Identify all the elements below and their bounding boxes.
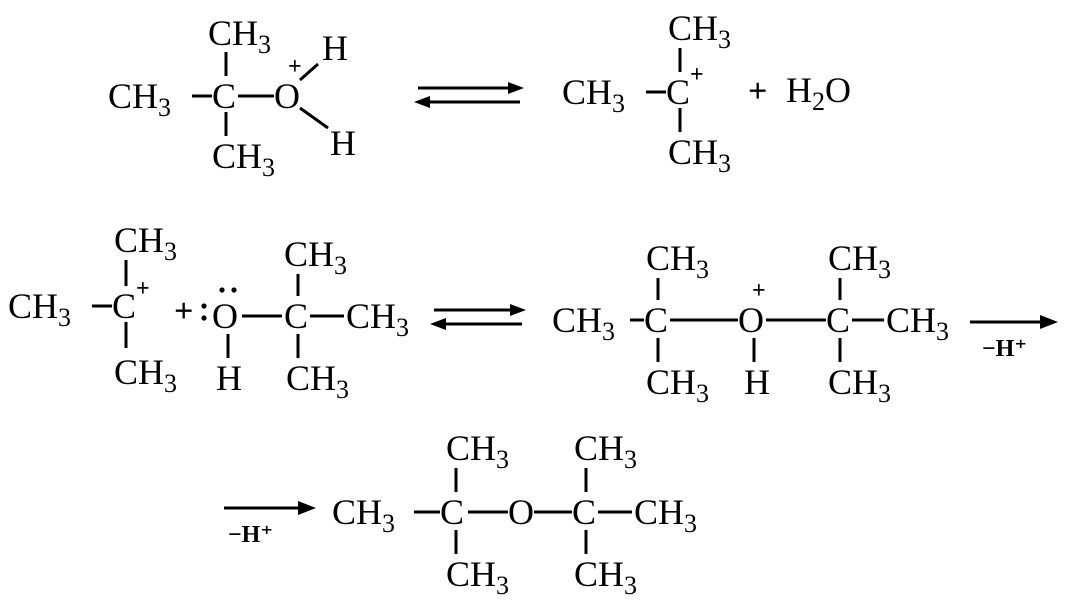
atom-label: C — [644, 300, 668, 340]
lone-pair-dot — [201, 315, 207, 321]
deprotonation-arrow-2: −H⁺ — [224, 501, 316, 548]
atom-label: H — [322, 28, 348, 68]
bond — [299, 106, 329, 130]
atom-label: CH3 — [574, 554, 637, 600]
atom-label: C — [284, 296, 308, 336]
atom-label: C — [440, 492, 464, 532]
plus-sign: + — [174, 293, 193, 330]
atom-label: O — [508, 492, 534, 532]
atom-label: CH3 — [552, 300, 615, 346]
plus-sign: + — [748, 73, 767, 110]
equilibrium-arrow — [414, 82, 524, 108]
charge-label: + — [136, 276, 150, 302]
atom-label: CH3 — [668, 132, 731, 178]
water-label: H2O — [786, 70, 851, 116]
atom-label: C — [826, 300, 850, 340]
atom-label: CH3 — [114, 352, 177, 398]
atom-label: CH3 — [886, 300, 949, 346]
atom-label: CH3 — [646, 238, 709, 284]
atom-label: C — [112, 286, 136, 326]
atom-label: CH3 — [284, 234, 347, 280]
equilibrium-arrow-2 — [430, 304, 526, 330]
atom-label: C — [666, 72, 690, 112]
atom-label: CH3 — [8, 286, 71, 332]
atom-label: CH3 — [208, 13, 271, 59]
atom-label: CH3 — [646, 362, 709, 408]
atom-label: O — [274, 76, 300, 116]
charge-label: + — [690, 62, 704, 88]
atom-label: CH3 — [668, 8, 731, 54]
atom-label: CH3 — [286, 358, 349, 404]
atom-label: CH3 — [634, 492, 697, 538]
atom-label: CH3 — [828, 362, 891, 408]
tert-butyl-cation-2: CH3 CH3 C + CH3 — [8, 220, 177, 398]
atom-label: H — [330, 123, 356, 163]
arrow-label: −H⁺ — [228, 522, 273, 548]
atom-label: CH3 — [346, 296, 409, 342]
atom-label: H — [216, 358, 242, 398]
protonated-tert-butanol: CH3 CH3 C O + H H CH3 — [108, 13, 356, 182]
atom-label: CH3 — [114, 220, 177, 266]
di-tert-butyl-ether: CH3 CH3 C CH3 O CH3 C CH3 CH3 — [332, 428, 697, 600]
atom-label: CH3 — [574, 428, 637, 474]
atom-label: CH3 — [446, 554, 509, 600]
protonated-ether: CH3 CH3 C CH3 O + H CH3 C CH3 CH3 — [552, 238, 949, 408]
atom-label: O — [212, 296, 238, 336]
deprotonation-arrow: −H⁺ — [970, 315, 1058, 362]
atom-label: CH3 — [446, 428, 509, 474]
lone-pair-dot — [219, 287, 225, 293]
atom-label: CH3 — [332, 492, 395, 538]
atom-label: CH3 — [562, 72, 625, 118]
tert-butyl-cation: CH3 CH3 C + CH3 — [562, 8, 731, 178]
atom-label: CH3 — [212, 136, 275, 182]
arrow-label: −H⁺ — [982, 336, 1027, 362]
lone-pair-dot — [201, 303, 207, 309]
atom-label: CH3 — [108, 76, 171, 122]
atom-label: H — [744, 362, 770, 402]
atom-label: O — [738, 300, 764, 340]
atom-label: C — [572, 492, 596, 532]
atom-label: CH3 — [828, 238, 891, 284]
charge-label: + — [288, 54, 302, 80]
tert-butanol: O H C CH3 CH3 CH3 — [201, 234, 409, 404]
charge-label: + — [752, 278, 766, 304]
bond — [299, 62, 319, 82]
atom-label: C — [212, 76, 236, 116]
lone-pair-dot — [231, 287, 237, 293]
